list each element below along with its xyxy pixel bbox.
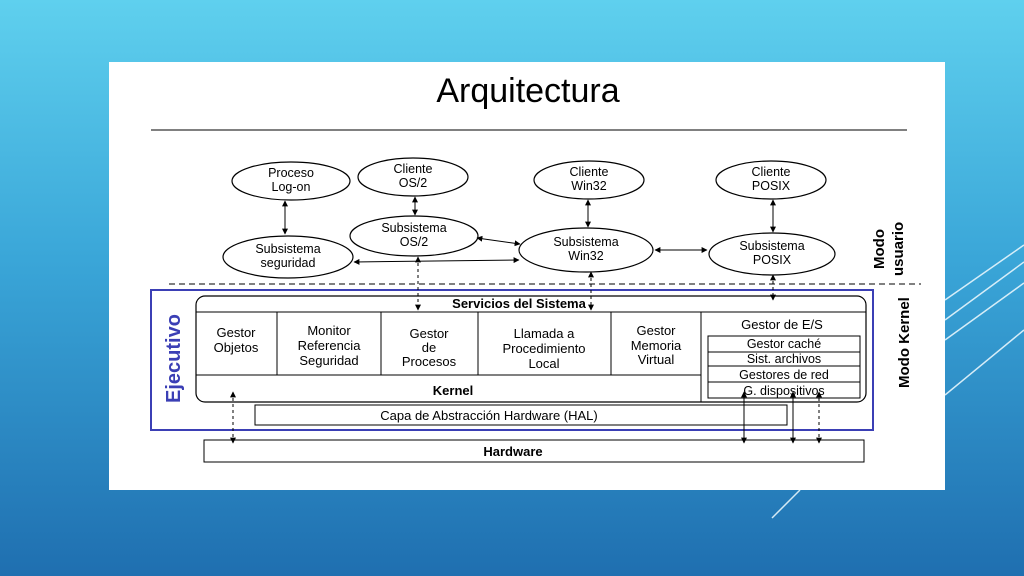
svg-text:Procedimiento: Procedimiento [502,341,585,356]
io-item-gestores-red: Gestores de red [739,368,829,382]
svg-text:Cliente: Cliente [752,165,791,179]
hal-label: Capa de Abstracción Hardware (HAL) [380,408,598,423]
kernel-mode-arrows [230,256,822,444]
svg-text:Gestor: Gestor [216,325,256,340]
svg-text:de: de [422,340,436,355]
process-cliente-posix: Cliente POSIX [715,160,827,200]
svg-text:Win32: Win32 [571,179,606,193]
svg-text:POSIX: POSIX [752,179,791,193]
svg-text:Subsistema: Subsistema [739,239,804,253]
svg-text:Proceso: Proceso [268,166,314,180]
io-manager-title: Gestor de E/S [741,317,823,332]
io-item-gestor-cache: Gestor caché [747,337,821,351]
svg-text:Cliente: Cliente [570,165,609,179]
system-services-label: Servicios del Sistema [452,296,586,311]
svg-text:Modo: Modo [871,229,888,269]
svg-text:Subsistema: Subsistema [381,221,446,235]
svg-text:Win32: Win32 [568,249,603,263]
svg-text:Objetos: Objetos [214,340,259,355]
hardware-box [203,439,865,463]
svg-text:usuario: usuario [890,222,907,276]
hardware-label: Hardware [483,444,542,459]
io-item-dispositivos: G. dispositivos [743,384,824,398]
svg-text:Subsistema: Subsistema [553,235,618,249]
svg-text:Cliente: Cliente [394,162,433,176]
svg-text:Seguridad: Seguridad [299,353,358,368]
svg-text:Llamada a: Llamada a [514,326,575,341]
svg-text:Log-on: Log-on [272,180,311,194]
svg-text:Referencia: Referencia [298,338,362,353]
svg-text:OS/2: OS/2 [399,176,428,190]
svg-text:Subsistema: Subsistema [255,242,320,256]
subsystem-seguridad: Subsistema seguridad [222,235,354,279]
executive-label: Ejecutivo [163,314,185,403]
svg-text:OS/2: OS/2 [400,235,429,249]
kernel-mode-label: Modo Kernel [896,297,913,388]
component-llamada-procedimiento: Llamada a Procedimiento Local [502,326,585,371]
component-gestor-memoria: Gestor Memoria Virtual [631,323,682,367]
svg-text:Monitor: Monitor [307,323,351,338]
process-proceso-logon: Proceso Log-on [231,161,351,201]
process-cliente-win32: Cliente Win32 [533,160,645,200]
svg-text:POSIX: POSIX [753,253,792,267]
svg-text:Procesos: Procesos [402,354,457,369]
process-cliente-os2: Cliente OS/2 [357,157,469,197]
user-mode-arrows [282,196,776,265]
component-gestor-objetos: Gestor Objetos [214,325,259,355]
svg-text:Gestor: Gestor [409,326,449,341]
component-monitor-seguridad: Monitor Referencia Seguridad [298,323,362,368]
io-manager-items [707,335,861,399]
subsystem-win32: Subsistema Win32 [518,227,654,273]
user-mode-label: Modo usuario [871,222,907,276]
svg-text:Memoria: Memoria [631,338,682,353]
subsystem-posix: Subsistema POSIX [708,232,836,276]
component-dividers [196,312,702,402]
svg-text:seguridad: seguridad [261,256,316,270]
hal-box [254,404,788,426]
architecture-diagram: Arquitectura Proceso Log-on Cliente OS/2… [150,72,921,463]
kernel-label: Kernel [433,383,473,398]
io-item-sist-archivos: Sist. archivos [747,352,821,366]
svg-text:Virtual: Virtual [638,352,675,367]
component-gestor-procesos: Gestor de Procesos [402,326,457,369]
slide-title: Arquitectura [436,72,619,110]
slide-panel: Arquitectura Proceso Log-on Cliente OS/2… [109,62,945,490]
svg-text:Gestor: Gestor [636,323,676,338]
svg-text:Local: Local [528,356,559,371]
subsystem-os2: Subsistema OS/2 [349,215,479,257]
executive-border [150,289,874,431]
